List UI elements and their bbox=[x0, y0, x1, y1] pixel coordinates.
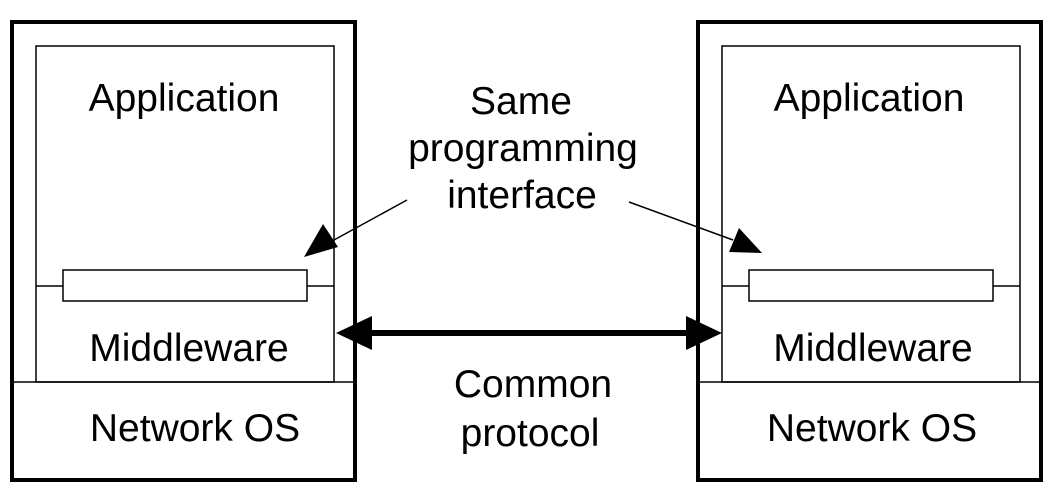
left-api-bar bbox=[62, 269, 308, 302]
interface-label: Same programming interface bbox=[408, 80, 638, 217]
right-network-os-label: Network OS bbox=[767, 407, 977, 450]
right-api-bar bbox=[748, 269, 994, 302]
left-interface-arrow bbox=[304, 199, 408, 257]
left-network-os-label: Network OS bbox=[90, 407, 300, 450]
protocol-arrowhead-right bbox=[686, 316, 722, 350]
left-middleware-label: Middleware bbox=[89, 327, 288, 370]
left-interface-arrowhead bbox=[304, 224, 338, 257]
left-application-label: Application bbox=[89, 77, 280, 120]
protocol-label-line-1: Common bbox=[454, 363, 612, 406]
interface-label-line-1: Same bbox=[470, 80, 572, 123]
protocol-arrowhead-left bbox=[336, 316, 372, 350]
right-middleware-label: Middleware bbox=[773, 327, 972, 370]
left-machine-frame bbox=[10, 20, 357, 482]
right-machine: Application Middleware Network OS bbox=[696, 20, 1043, 482]
left-machine: Application Middleware Network OS bbox=[10, 20, 357, 482]
right-machine-frame bbox=[696, 20, 1043, 482]
right-interface-arrow bbox=[628, 201, 762, 253]
protocol-label: Common protocol bbox=[454, 363, 612, 455]
interface-label-line-3: interface bbox=[447, 174, 597, 217]
right-interface-arrowhead bbox=[729, 228, 762, 253]
right-application-label: Application bbox=[774, 77, 965, 120]
protocol-label-line-2: protocol bbox=[461, 412, 600, 455]
protocol-arrow bbox=[336, 316, 722, 350]
interface-label-line-2: programming bbox=[408, 127, 638, 170]
